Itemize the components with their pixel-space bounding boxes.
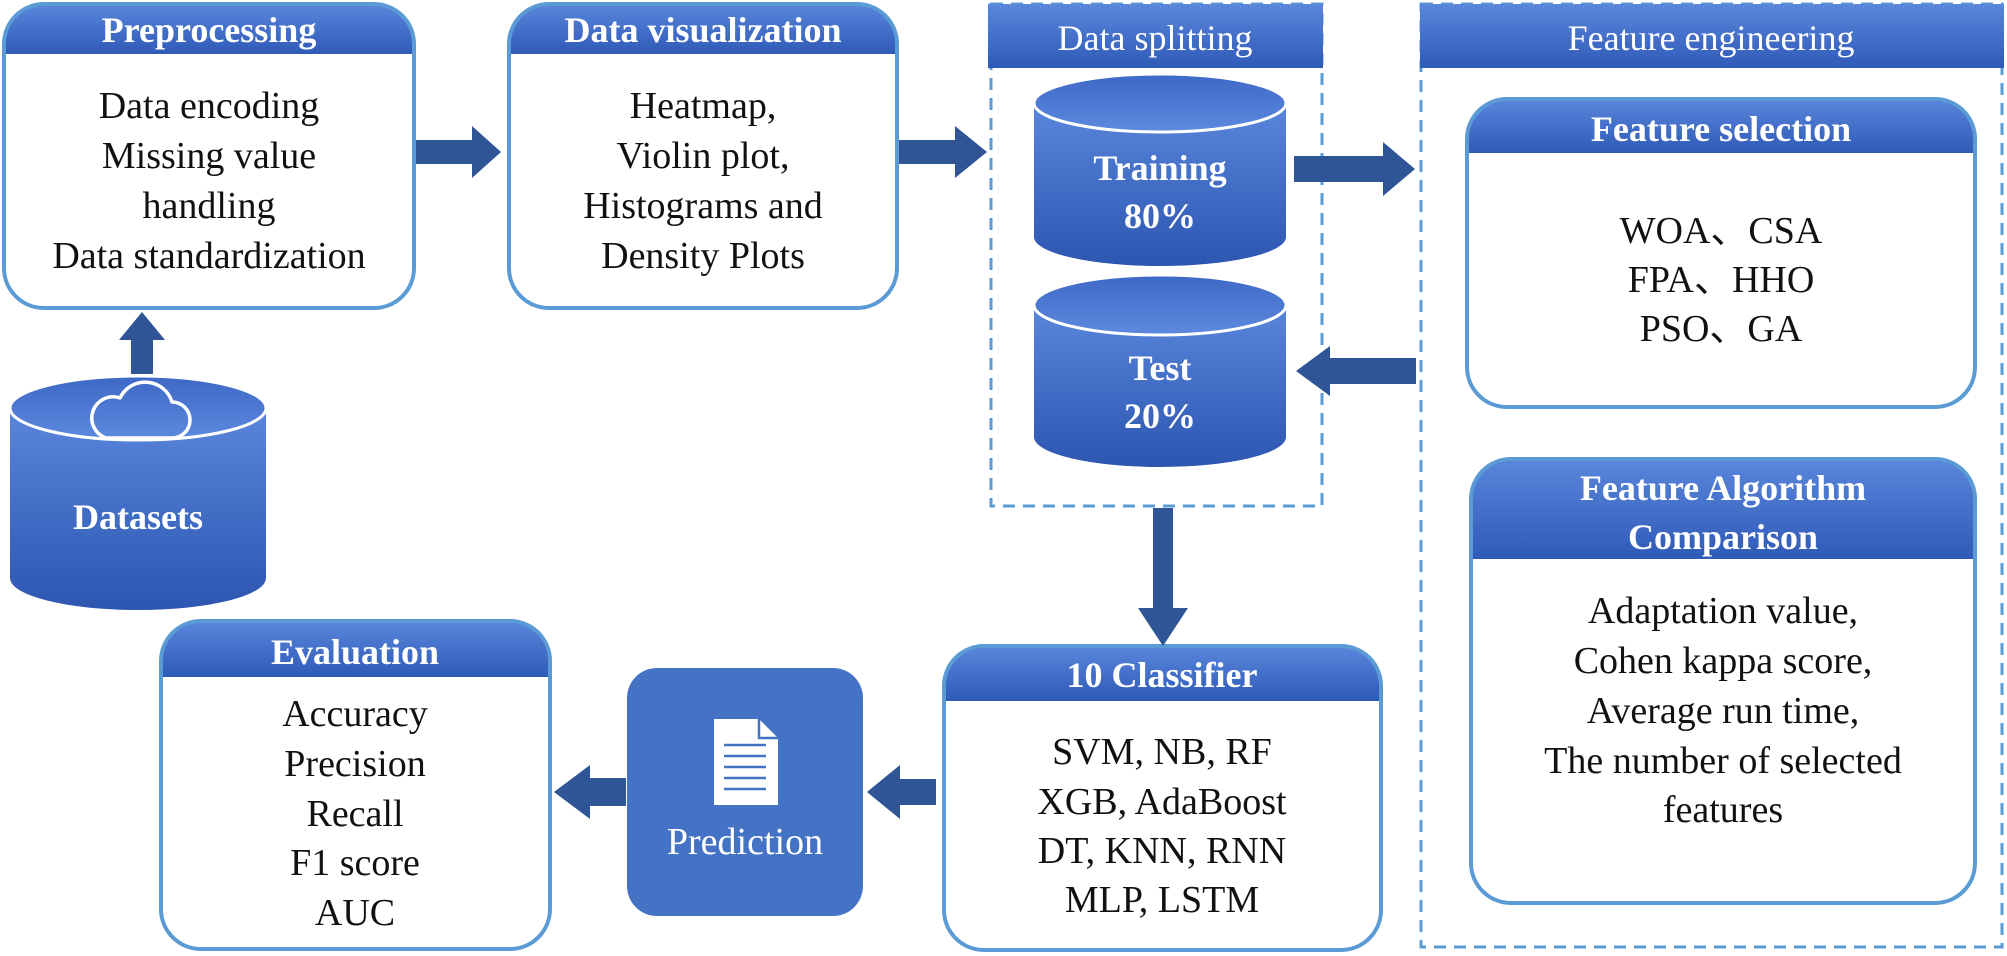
visualization-title: Data visualization — [564, 10, 841, 50]
preprocessing-box: Preprocessing Data encoding Missing valu… — [2, 2, 416, 310]
evaluation-line: Precision — [284, 743, 425, 785]
training-label: Training — [1093, 148, 1226, 188]
classifier-line: MLP, LSTM — [1065, 879, 1259, 921]
feature-selection-line: FPA、HHO — [1628, 259, 1815, 301]
preprocessing-line: Missing value — [102, 135, 316, 177]
preprocessing-line: handling — [143, 185, 276, 227]
data-splitting-panel: Data splitting Training 80% Test 20% — [988, 2, 1324, 508]
feature-selection-line: PSO、GA — [1640, 308, 1803, 350]
classifier-line: XGB, AdaBoost — [1037, 781, 1287, 823]
evaluation-line: AUC — [315, 892, 395, 934]
classifier-box: 10 Classifier SVM, NB, RF XGB, AdaBoost … — [942, 644, 1383, 952]
visualization-box: Data visualization Heatmap, Violin plot,… — [507, 2, 899, 310]
evaluation-title: Evaluation — [271, 632, 439, 672]
flow-arrows — [119, 126, 1416, 819]
visualization-line: Density Plots — [601, 235, 805, 277]
test-percent: 20% — [1124, 396, 1196, 436]
visualization-line: Violin plot, — [617, 135, 790, 177]
arrow-down — [1138, 508, 1188, 646]
arrow-right — [1294, 142, 1415, 196]
preprocessing-title: Preprocessing — [102, 10, 317, 50]
preprocessing-line: Data encoding — [99, 85, 320, 127]
prediction-label: Prediction — [667, 821, 823, 863]
arrow-left — [554, 765, 626, 819]
feature-comparison-line: The number of selected — [1544, 740, 1902, 782]
visualization-line: Heatmap, — [630, 85, 777, 127]
feature-comparison-title: Comparison — [1628, 517, 1818, 557]
datasets-label: Datasets — [73, 497, 203, 537]
feature-selection-line: WOA、CSA — [1620, 210, 1823, 252]
feature-comparison-line: Cohen kappa score, — [1574, 640, 1873, 682]
evaluation-line: Accuracy — [282, 693, 428, 735]
feature-comparison-box: Feature Algorithm Comparison Adaptation … — [1469, 457, 1977, 905]
training-cylinder: Training 80% — [1032, 72, 1288, 266]
document-icon — [714, 719, 778, 805]
training-percent: 80% — [1124, 196, 1196, 236]
arrow-left — [867, 765, 936, 819]
visualization-line: Histograms and — [583, 185, 823, 227]
feature-comparison-line: Average run time, — [1587, 690, 1860, 732]
feature-selection-title: Feature selection — [1591, 109, 1851, 149]
cloud-icon — [90, 380, 192, 440]
test-label: Test — [1129, 348, 1192, 388]
data-splitting-title: Data splitting — [1058, 18, 1253, 58]
feature-comparison-line: features — [1663, 789, 1783, 831]
test-cylinder: Test 20% — [1032, 273, 1288, 467]
classifier-line: SVM, NB, RF — [1052, 731, 1272, 773]
evaluation-line: F1 score — [290, 842, 420, 884]
evaluation-box: Evaluation Accuracy Precision Recall F1 … — [159, 619, 552, 951]
datasets-cylinder: Datasets — [8, 374, 268, 610]
arrow-right — [416, 126, 501, 178]
feature-comparison-title: Feature Algorithm — [1580, 468, 1866, 508]
preprocessing-line: Data standardization — [52, 235, 365, 277]
feature-selection-box: Feature selection WOA、CSA FPA、HHO PSO、GA — [1465, 97, 1977, 409]
evaluation-line: Recall — [306, 793, 403, 835]
arrow-up — [119, 312, 165, 374]
classifier-line: DT, KNN, RNN — [1038, 830, 1286, 872]
feature-comparison-line: Adaptation value, — [1588, 590, 1858, 632]
arrow-right — [899, 126, 987, 178]
classifier-title: 10 Classifier — [1067, 655, 1258, 695]
feature-engineering-title: Feature engineering — [1568, 18, 1855, 58]
arrow-left — [1296, 346, 1416, 396]
feature-engineering-panel: Feature engineering Feature selection WO… — [1419, 2, 2004, 949]
prediction-block: Prediction — [627, 668, 863, 916]
